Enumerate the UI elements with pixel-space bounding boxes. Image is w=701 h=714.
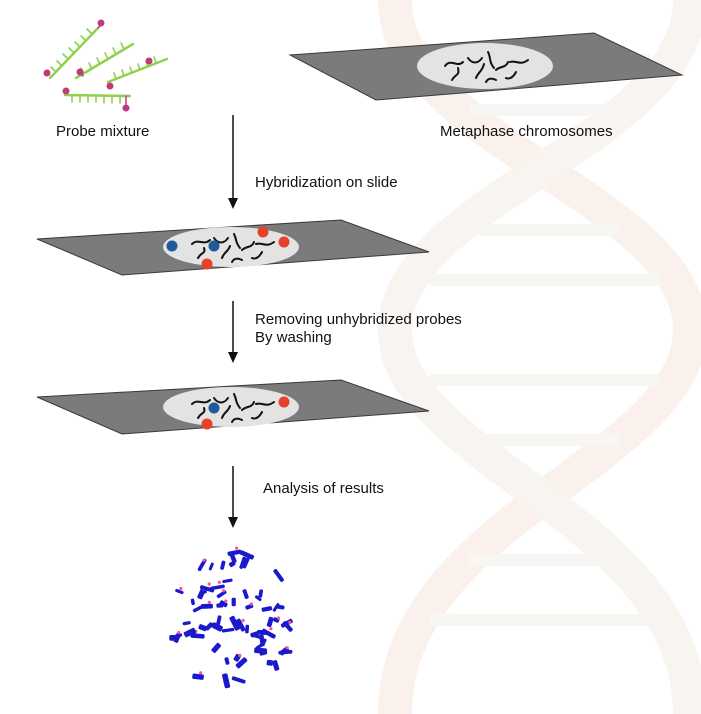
chromosome-mark	[266, 659, 274, 666]
chromosome-mark	[183, 627, 196, 638]
chromosome-mark	[239, 550, 255, 560]
chromosome-mark	[219, 600, 228, 608]
fish-signal-mark	[224, 599, 228, 603]
chromosome-mark	[190, 633, 205, 639]
fish-signal-mark	[241, 618, 245, 623]
chromosome-mark	[175, 588, 184, 595]
chromosome-mark	[192, 673, 204, 680]
chromosome-mark	[273, 569, 284, 582]
chromosome-mark	[205, 622, 214, 631]
fish-signal-mark	[276, 616, 281, 620]
chromosome-mark	[198, 624, 208, 632]
dna-watermark	[377, 0, 701, 714]
chromosome-mark	[216, 615, 222, 626]
chromosome-mark	[242, 589, 249, 599]
chromosome-mark	[224, 657, 230, 665]
step-hybridization-label: Hybridization on slide	[255, 174, 398, 191]
fish-signal-mark	[249, 602, 253, 606]
chromosome-mark	[242, 557, 250, 569]
chromosome-mark	[171, 633, 183, 639]
chromosome-mark	[190, 598, 195, 606]
chromosome-mark	[235, 657, 248, 669]
fish-signal-mark	[217, 580, 221, 584]
fish-karyotype-icon	[169, 546, 293, 689]
fish-signal-mark	[235, 546, 239, 550]
fish-signal-mark	[199, 671, 203, 675]
chromosome-mark	[227, 549, 242, 556]
chromosome-mark	[200, 585, 215, 593]
chromosome-mark	[197, 558, 207, 572]
slide-after-hybridization	[36, 219, 430, 276]
chromosome-mark	[216, 590, 227, 599]
chromosome-mark	[261, 606, 273, 612]
fish-signal-mark	[221, 589, 226, 593]
down-arrow-icon	[228, 301, 238, 363]
chromosome-mark	[239, 556, 247, 569]
chromosome-mark	[229, 553, 237, 564]
slide-with-metaphase	[288, 32, 684, 101]
fish-signal-mark	[238, 653, 242, 658]
slide-after-washing	[36, 379, 430, 435]
fish-signal-mark	[177, 630, 181, 635]
chromosome-mark	[282, 621, 293, 632]
chromosome-mark	[216, 603, 224, 608]
chromosome-mark	[278, 649, 293, 655]
probe-mixture-icon	[43, 19, 169, 112]
chromosome-mark	[182, 621, 191, 626]
chromosome-mark	[231, 676, 246, 684]
probe-mixture-label: Probe mixture	[56, 123, 150, 140]
chromosome-mark	[266, 616, 274, 628]
chromosome-mark	[236, 618, 246, 632]
step-analysis-label: Analysis of results	[263, 480, 384, 497]
fish-signal-mark	[207, 582, 211, 586]
fish-signal-mark	[288, 620, 292, 625]
chromosome-mark	[220, 560, 226, 570]
step-washing-label-line1: Removing unhybridized probes	[255, 311, 462, 328]
chromosome-mark	[229, 615, 241, 631]
chromosome-mark	[258, 589, 264, 598]
fish-signal-mark	[285, 646, 289, 650]
fish-signal-mark	[179, 586, 183, 591]
chromosome-mark	[211, 622, 223, 632]
chromosome-mark	[222, 578, 233, 584]
down-arrow-icon	[228, 115, 238, 209]
chromosome-mark	[255, 642, 265, 650]
fish-signal-mark	[207, 600, 211, 604]
chromosome-mark	[199, 589, 207, 595]
step-washing-label-line2: By washing	[255, 329, 332, 346]
chromosome-mark	[210, 584, 225, 591]
chromosome-mark	[222, 673, 231, 689]
chromosome-mark	[200, 603, 213, 609]
chromosome-mark	[211, 642, 221, 653]
down-arrow-icon	[228, 466, 238, 528]
chromosome-mark	[231, 597, 236, 607]
chromosome-mark	[221, 627, 235, 633]
chromosome-mark	[208, 562, 214, 571]
chromosome-mark	[245, 624, 250, 634]
fish-signal-mark	[202, 558, 206, 562]
fish-signal-mark	[269, 627, 273, 631]
chromosome-mark	[272, 660, 280, 671]
metaphase-chromosomes-label: Metaphase chromosomes	[440, 123, 613, 140]
chromosome-mark	[256, 629, 268, 636]
chromosome-mark	[254, 595, 262, 602]
chromosome-mark	[275, 604, 285, 610]
